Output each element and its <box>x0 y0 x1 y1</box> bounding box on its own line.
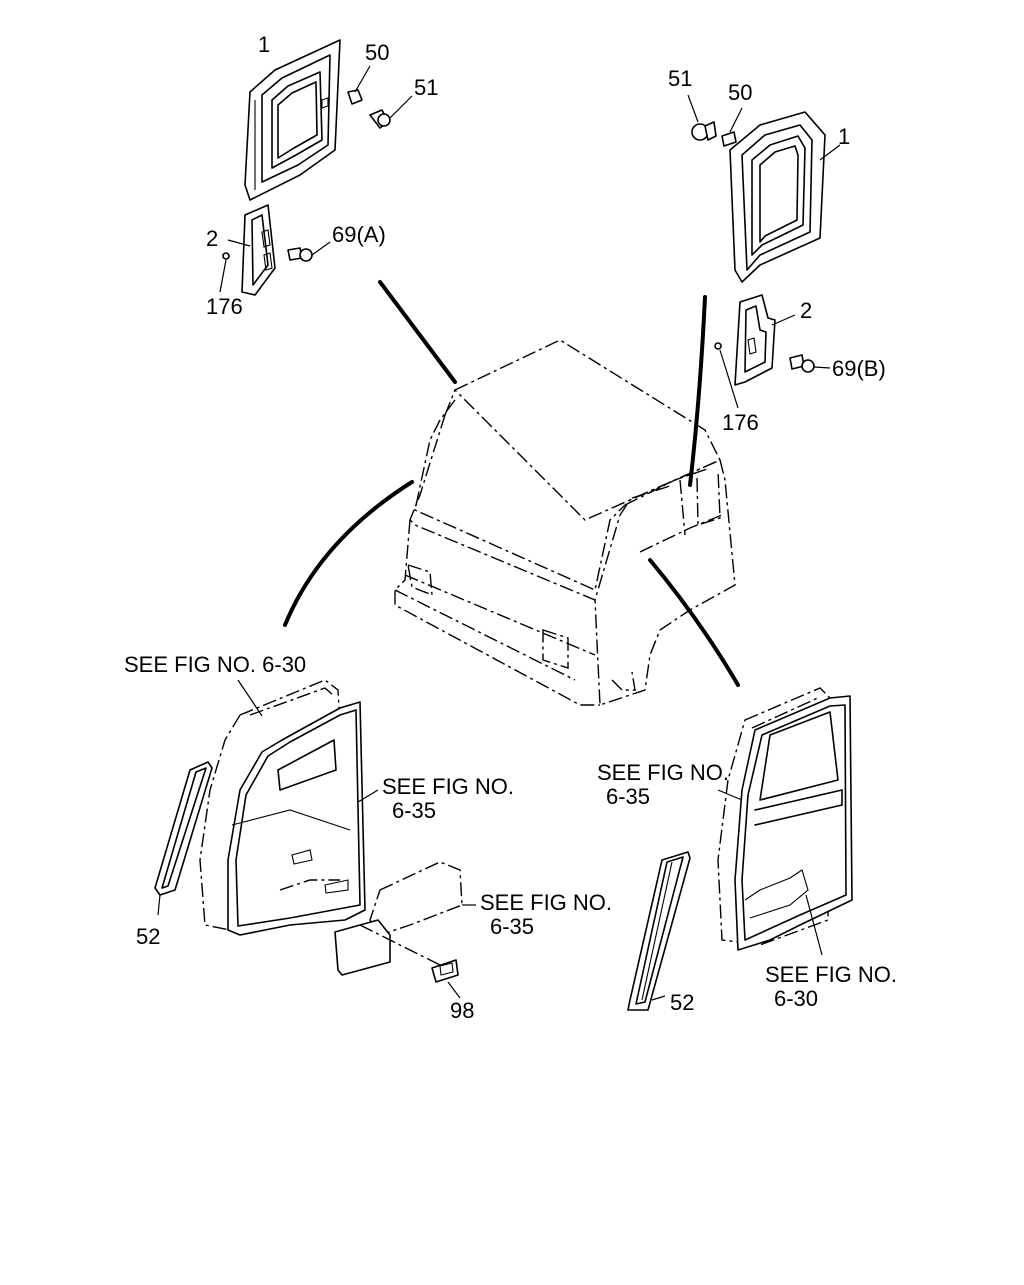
part-50-left-clip <box>347 65 371 105</box>
right-door-frame <box>734 695 853 956</box>
left-door-outline <box>199 679 351 931</box>
reference-labels: SEE FIG NO. 6-30 SEE FIG NO. 6-35 SEE FI… <box>124 652 897 1011</box>
callout-98: 98 <box>450 998 474 1023</box>
ref-6-30-right-line1: SEE FIG NO. <box>765 962 897 987</box>
part-51-right-screw <box>687 94 717 141</box>
left-door-armrest <box>334 861 463 976</box>
callout-51-left: 51 <box>414 75 438 100</box>
truck-cab <box>394 339 736 706</box>
callout-176-left: 176 <box>206 294 243 319</box>
part-98-clip <box>431 959 461 999</box>
ref-6-35-right-line2: 6-35 <box>606 784 650 809</box>
part-69b-right-screw <box>789 354 831 373</box>
callout-52-right: 52 <box>670 990 694 1015</box>
callout-labels: 1 50 51 2 69(A) 176 51 50 1 2 69(B) 176 … <box>136 32 886 1023</box>
callout-50-left: 50 <box>365 40 389 65</box>
callout-2-right: 2 <box>800 298 812 323</box>
part-176-right-plug <box>714 342 739 409</box>
callout-1-left: 1 <box>258 32 270 57</box>
ref-6-35-left-line2: 6-35 <box>392 798 436 823</box>
callout-50-right: 50 <box>728 80 752 105</box>
part-176-left-plug <box>219 252 230 293</box>
callout-2-left: 2 <box>206 226 218 251</box>
right-door-outline <box>717 687 831 946</box>
part-2-right-pillar-trim <box>734 294 796 386</box>
reference-leaders <box>237 679 743 906</box>
part-52-right-weatherstrip <box>627 851 691 1011</box>
part-52-left-weatherstrip <box>154 761 213 916</box>
ref-6-30-left: SEE FIG NO. 6-30 <box>124 652 306 677</box>
ref-6-30-right-line2: 6-30 <box>774 986 818 1011</box>
ref-6-35-trim-line1: SEE FIG NO. <box>480 890 612 915</box>
part-69a-left-screw <box>287 241 331 262</box>
part-1-right-quarter-trim <box>729 111 841 283</box>
part-2-left-pillar-trim <box>227 204 276 296</box>
ref-6-35-trim-line2: 6-35 <box>490 914 534 939</box>
ref-6-35-right-line1: SEE FIG NO. <box>597 760 729 785</box>
part-1-left-quarter-trim <box>244 39 341 201</box>
callout-69a: 69(A) <box>332 222 386 247</box>
ref-6-35-left-line1: SEE FIG NO. <box>382 774 514 799</box>
callout-69b: 69(B) <box>832 356 886 381</box>
part-50-right-clip <box>721 107 743 147</box>
left-door-trim-panel <box>227 701 366 936</box>
callout-52-left: 52 <box>136 924 160 949</box>
callout-1-right: 1 <box>838 124 850 149</box>
indicator-lines <box>283 280 740 687</box>
part-51-left-screw <box>369 95 413 129</box>
callout-176-right: 176 <box>722 410 759 435</box>
callout-51-right: 51 <box>668 66 692 91</box>
